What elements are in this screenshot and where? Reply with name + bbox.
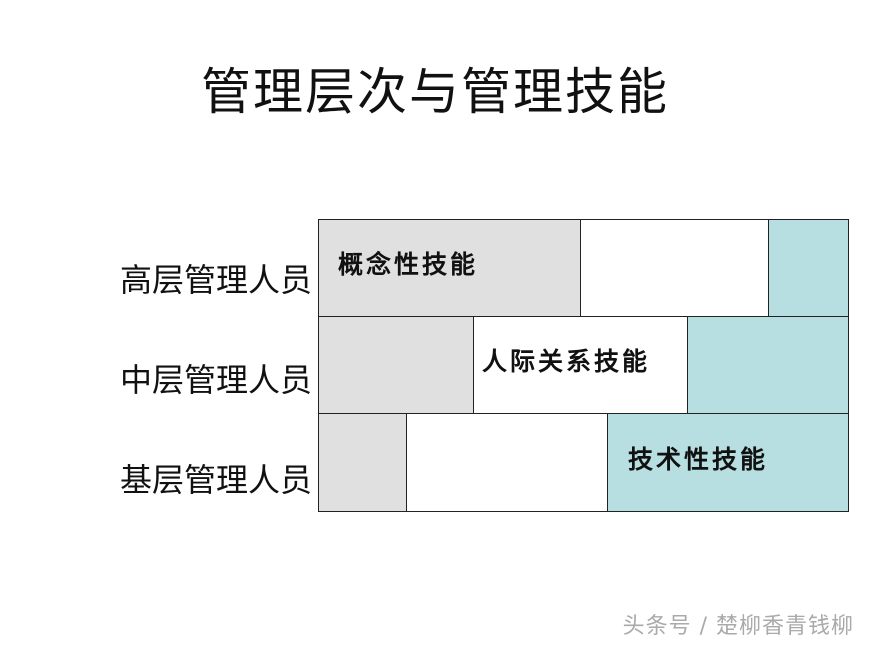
- row-label-first-line-managers: 基层管理人员: [119, 461, 312, 499]
- human-skill-label: 人际关系技能: [482, 347, 651, 376]
- bottom-technical-cell: [607, 413, 849, 512]
- middle-technical-cell: [687, 316, 849, 414]
- technical-skill-label: 技术性技能: [628, 445, 769, 474]
- conceptual-skill-label: 概念性技能: [338, 250, 479, 279]
- middle-human-cell: [473, 316, 688, 414]
- top-conceptual-cell: [318, 219, 581, 317]
- watermark: 头条号 / 楚柳香青钱柳: [622, 614, 854, 639]
- bottom-conceptual-cell: [318, 413, 407, 512]
- row-label-top-managers: 高层管理人员: [119, 261, 312, 299]
- page-title: 管理层次与管理技能: [201, 63, 669, 121]
- bottom-human-cell: [406, 413, 608, 512]
- skills-matrix: 概念性技能 人际关系技能 技术性技能: [318, 219, 849, 512]
- middle-conceptual-cell: [318, 316, 474, 414]
- top-human-cell: [580, 219, 769, 317]
- row-label-middle-managers: 中层管理人员: [119, 361, 312, 399]
- top-technical-cell: [768, 219, 849, 317]
